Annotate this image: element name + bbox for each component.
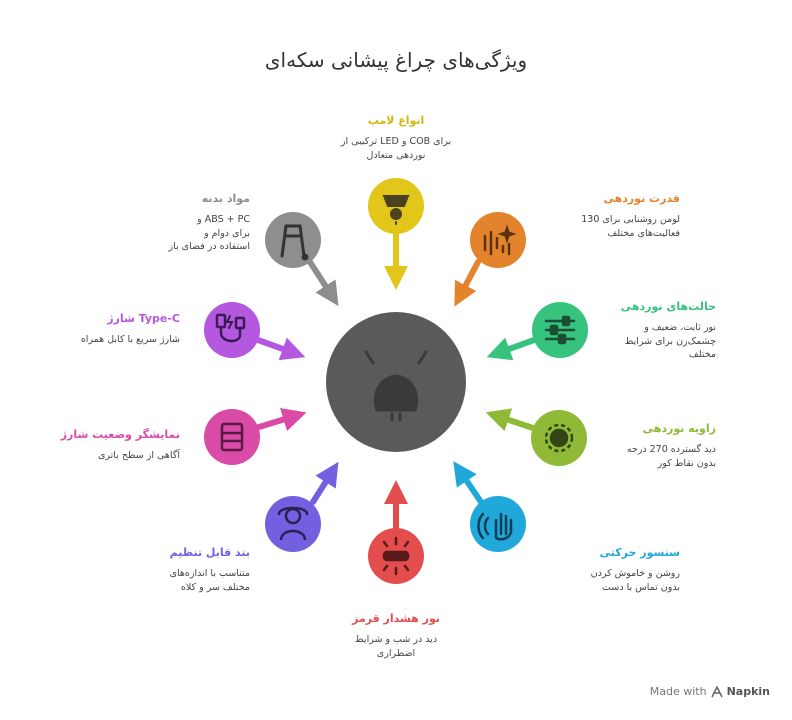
feature-title: سنسور حرکتی <box>599 546 680 559</box>
napkin-credit[interactable]: Made with Napkin <box>650 685 770 698</box>
bulb-icon <box>382 195 410 225</box>
feature-title: زاویه نوردهی <box>642 422 716 435</box>
node-lamp-type <box>368 178 424 234</box>
node-red-light <box>368 528 424 584</box>
feature-sensor: سنسور حرکتی روشن و خاموش کردن بدون تماس … <box>540 546 680 594</box>
spoke-strap <box>310 461 339 505</box>
sound-sparkle-icon <box>483 224 517 256</box>
spoke-angle <box>485 408 536 432</box>
wide-angle-icon <box>544 423 574 453</box>
warning-light-icon <box>382 536 410 576</box>
napkin-logo-icon <box>710 685 723 697</box>
usb-charge-icon <box>215 313 246 343</box>
node-strap <box>265 496 321 552</box>
feature-desc: روشن و خاموش کردن بدون تماس با دست <box>590 568 680 593</box>
sliders-icon <box>544 315 576 345</box>
hand-wave-icon <box>477 512 513 541</box>
feature-title: نور هشدار قرمز <box>352 612 440 625</box>
feature-desc: برای COB و LED ترکیبی از نوردهی متعادل <box>340 136 452 161</box>
feature-red-light: نور هشدار قرمز دید در شب و شرایط اضطراری <box>316 612 476 660</box>
node-battery <box>204 409 260 465</box>
node-sensor <box>470 496 526 552</box>
brand-name: Napkin <box>726 685 770 698</box>
battery-level-icon <box>220 422 244 452</box>
feature-desc: متناسب با اندازه‌های مختلف سر و کلاه <box>169 568 250 593</box>
feature-desc: نور ثابت، ضعیف و چشمک‌زن برای شرایط مختل… <box>624 322 716 360</box>
feature-desc: دید در شب و شرایط اضطراری <box>354 634 438 659</box>
feature-desc: دید گسترده 270 درجه بدون نقاط کور <box>626 444 716 469</box>
spoke-typec <box>255 337 306 361</box>
feature-title: حالت‌های نوردهی <box>620 300 716 313</box>
feature-angle: زاویه نوردهی دید گسترده 270 درجه بدون نق… <box>604 422 716 470</box>
node-typec <box>204 302 260 358</box>
spoke-sensor <box>453 461 484 505</box>
feature-title: مواد بدنه <box>201 192 250 205</box>
feature-desc: لومن روشنایی برای 130 فعالیت‌های مختلف <box>581 214 680 239</box>
spoke-battery <box>256 408 307 431</box>
feature-title: نمایشگر وضعیت شارژ <box>60 428 180 441</box>
feature-body: مواد بدنه ABS + PC و برای دوام و استفاده… <box>110 192 251 253</box>
feature-desc: آگاهی از سطح باتری <box>97 450 180 462</box>
node-angle <box>531 410 587 466</box>
feature-title: Type-C شارژ <box>107 312 180 325</box>
node-brightness <box>470 212 526 268</box>
feature-desc: ABS + PC و برای دوام و استفاده در فضای ب… <box>168 214 251 252</box>
page-title: ویژگی‌های چراغ پیشانی سکه‌ای <box>264 48 528 72</box>
feature-title: قدرت نوردهی <box>603 192 680 205</box>
center-hub <box>326 312 466 452</box>
spokes <box>255 229 537 533</box>
spoke-brightness <box>454 259 481 307</box>
spoke-modes <box>486 337 537 361</box>
feature-brightness: قدرت نوردهی لومن روشنایی برای 130 فعالیت… <box>540 192 680 240</box>
material-icon <box>280 224 309 261</box>
node-modes <box>532 302 588 358</box>
feature-title: بند قابل تنظیم <box>169 546 250 559</box>
made-with-text: Made with <box>649 685 707 698</box>
headlamp-icon <box>364 350 428 422</box>
feature-desc: شارژ سریع با کابل همراه <box>80 334 180 346</box>
feature-modes: حالت‌های نوردهی نور ثابت، ضعیف و چشمک‌زن… <box>604 300 716 361</box>
spoke-body <box>307 259 339 307</box>
feature-strap: بند قابل تنظیم متناسب با اندازه‌های مختل… <box>110 546 250 594</box>
feature-title: انواع لامپ <box>367 114 425 127</box>
head-strap-icon <box>277 506 309 541</box>
node-body <box>265 212 321 268</box>
feature-typec: Type-C شارژ شارژ سریع با کابل همراه <box>50 312 180 347</box>
feature-lamp-type: انواع لامپ برای COB و LED ترکیبی از نورد… <box>316 114 476 162</box>
feature-battery: نمایشگر وضعیت شارژ آگاهی از سطح باتری <box>50 428 180 463</box>
